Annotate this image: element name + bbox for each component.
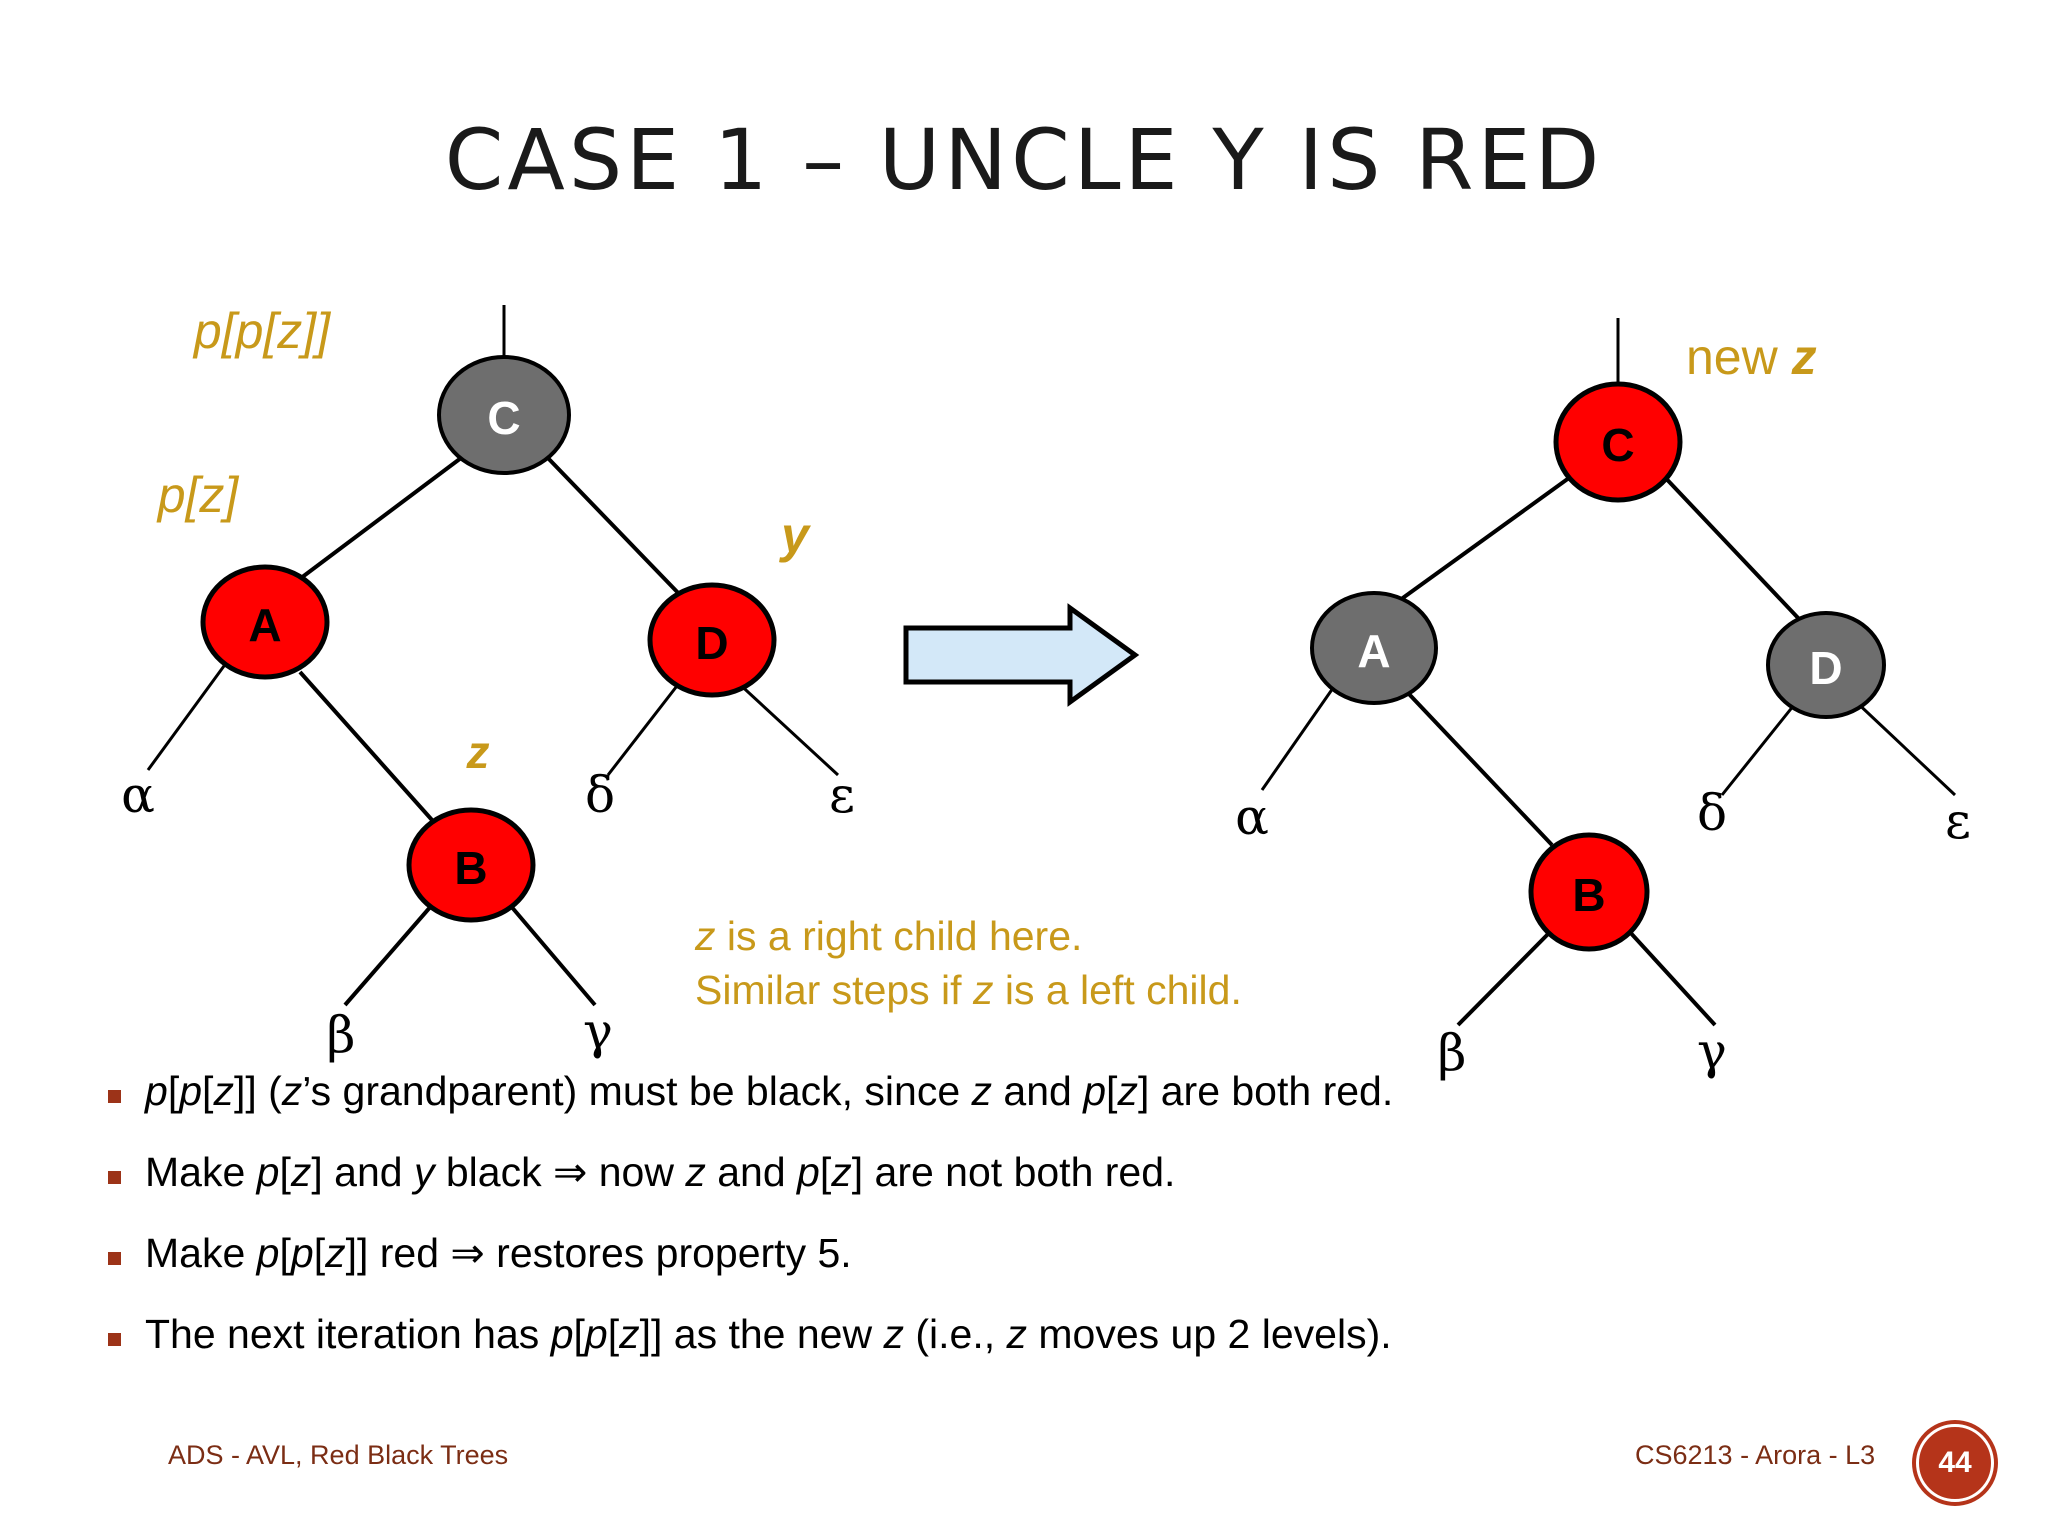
bullet-marker-icon bbox=[108, 1333, 121, 1347]
edge-left-C-D bbox=[543, 453, 687, 602]
page-number-badge: 44 bbox=[1916, 1424, 1994, 1502]
edge-left-B-beta bbox=[343, 903, 434, 1007]
edge-right-D-epsilon bbox=[1850, 696, 1957, 797]
left-node-B-shape bbox=[406, 807, 536, 923]
edge-right-C-D bbox=[1656, 468, 1802, 622]
right-node-C: C bbox=[1553, 381, 1683, 503]
note-line2-post: is a left child. bbox=[993, 967, 1241, 1013]
edge-left-A-alpha bbox=[146, 654, 234, 771]
right-node-B-label: B bbox=[1572, 869, 1605, 921]
edge-left-D-delta bbox=[606, 681, 682, 776]
left-node-C-label: C bbox=[487, 392, 520, 444]
left-tree: C A D B α β γ δ ε p[p[z]] p[z] y z bbox=[121, 303, 855, 1064]
edge-right-B-gamma bbox=[1626, 928, 1717, 1027]
footer-left-text: ADS - AVL, Red Black Trees bbox=[168, 1440, 509, 1470]
list-item: Make p[p[z]] red ⇒ restores property 5. bbox=[108, 1230, 1988, 1277]
left-leaf-alpha: α bbox=[121, 766, 155, 824]
edge-left-B-gamma bbox=[508, 903, 597, 1007]
right-node-A-label: A bbox=[1357, 625, 1390, 677]
note-text: z is a right child here. Similar steps i… bbox=[694, 913, 1242, 1013]
bullet-text-0: p[p[z]] (z’s grandparent) must be black,… bbox=[145, 1068, 1394, 1114]
right-node-D: D bbox=[1766, 611, 1886, 719]
label-new-z-prefix: new bbox=[1686, 329, 1792, 385]
edge-right-A-B bbox=[1406, 691, 1554, 847]
left-node-D: D bbox=[647, 582, 777, 698]
list-item: Make p[z] and y black ⇒ now z and p[z] a… bbox=[108, 1149, 1988, 1196]
left-node-C-shape bbox=[437, 355, 571, 475]
label-new-z-var: z bbox=[1791, 329, 1817, 385]
bullet-marker-icon bbox=[108, 1090, 121, 1103]
arrow-right-icon bbox=[903, 603, 1140, 707]
edge-left-A-B bbox=[298, 670, 434, 822]
left-node-D-shape bbox=[647, 582, 777, 698]
list-item: p[p[z]] (z’s grandparent) must be black,… bbox=[108, 1068, 1988, 1115]
page-title: CASE 1 – UNCLE Y IS RED bbox=[444, 111, 1604, 209]
right-node-A-shape bbox=[1310, 591, 1438, 705]
right-leaf-epsilon: ε bbox=[1945, 792, 1971, 850]
left-node-A: A bbox=[200, 564, 330, 680]
left-node-A-label: A bbox=[248, 599, 281, 651]
right-tree: C A D B α β γ δ ε new z bbox=[1235, 318, 1971, 1082]
left-node-D-label: D bbox=[695, 617, 728, 669]
label-uncle-y: y bbox=[778, 507, 811, 563]
right-node-A: A bbox=[1310, 591, 1438, 705]
edge-right-A-alpha bbox=[1260, 677, 1342, 791]
bullet-marker-icon bbox=[108, 1252, 121, 1266]
right-node-D-shape bbox=[1766, 611, 1886, 719]
left-leaf-gamma: γ bbox=[583, 1002, 613, 1060]
right-leaf-delta: δ bbox=[1697, 784, 1727, 842]
bullet-text-1: Make p[z] and y black ⇒ now z and p[z] a… bbox=[145, 1149, 1176, 1196]
edge-right-D-delta bbox=[1720, 699, 1800, 796]
bullet-text-2: Make p[p[z]] red ⇒ restores property 5. bbox=[145, 1230, 852, 1277]
right-node-B: B bbox=[1528, 832, 1650, 952]
left-node-C: C bbox=[437, 355, 571, 475]
edge-left-C-A bbox=[283, 453, 467, 592]
left-node-B: B bbox=[406, 807, 536, 923]
bullet-marker-icon bbox=[108, 1171, 121, 1185]
note-line2-var: z bbox=[972, 967, 994, 1013]
right-leaf-alpha: α bbox=[1235, 788, 1269, 846]
bullet-text-3: The next iteration has p[p[z]] as the ne… bbox=[145, 1311, 1392, 1358]
note-line1-rest: is a right child here. bbox=[716, 913, 1083, 959]
left-leaf-epsilon: ε bbox=[829, 766, 855, 824]
bullet-list: p[p[z]] (z’s grandparent) must be black,… bbox=[108, 1068, 1988, 1393]
note-line1-var: z bbox=[694, 913, 716, 959]
left-leaf-beta: β bbox=[327, 1006, 356, 1064]
left-node-B-label: B bbox=[454, 842, 487, 894]
label-node-z: z bbox=[466, 726, 490, 778]
list-item: The next iteration has p[p[z]] as the ne… bbox=[108, 1311, 1988, 1358]
note-line2-pre: Similar steps if bbox=[695, 967, 973, 1013]
edge-right-C-A bbox=[1398, 468, 1582, 602]
footer-right-text: CS6213 - Arora - L3 bbox=[1635, 1440, 1876, 1470]
left-node-A-shape bbox=[200, 564, 330, 680]
label-parent: p[z] bbox=[156, 467, 240, 523]
note-line-2: Similar steps if z is a left child. bbox=[695, 967, 1242, 1013]
transform-arrow bbox=[903, 603, 1140, 707]
right-node-C-shape bbox=[1553, 381, 1683, 503]
edge-left-D-epsilon bbox=[733, 678, 840, 777]
right-leaf-beta: β bbox=[1438, 1024, 1467, 1082]
right-leaf-gamma: γ bbox=[1697, 1022, 1727, 1080]
note-line-1: z is a right child here. bbox=[694, 913, 1082, 959]
edge-right-B-beta bbox=[1456, 928, 1554, 1027]
right-node-C-label: C bbox=[1601, 419, 1634, 471]
right-node-B-shape bbox=[1528, 832, 1650, 952]
tree-diagram-canvas: C A D B α β γ δ ε p[p[z]] p[z] y z bbox=[121, 303, 1971, 1082]
label-new-z: new z bbox=[1686, 329, 1817, 385]
label-grandparent: p[p[z]] bbox=[192, 303, 331, 359]
left-leaf-delta: δ bbox=[585, 766, 615, 824]
right-node-D-label: D bbox=[1809, 642, 1842, 694]
